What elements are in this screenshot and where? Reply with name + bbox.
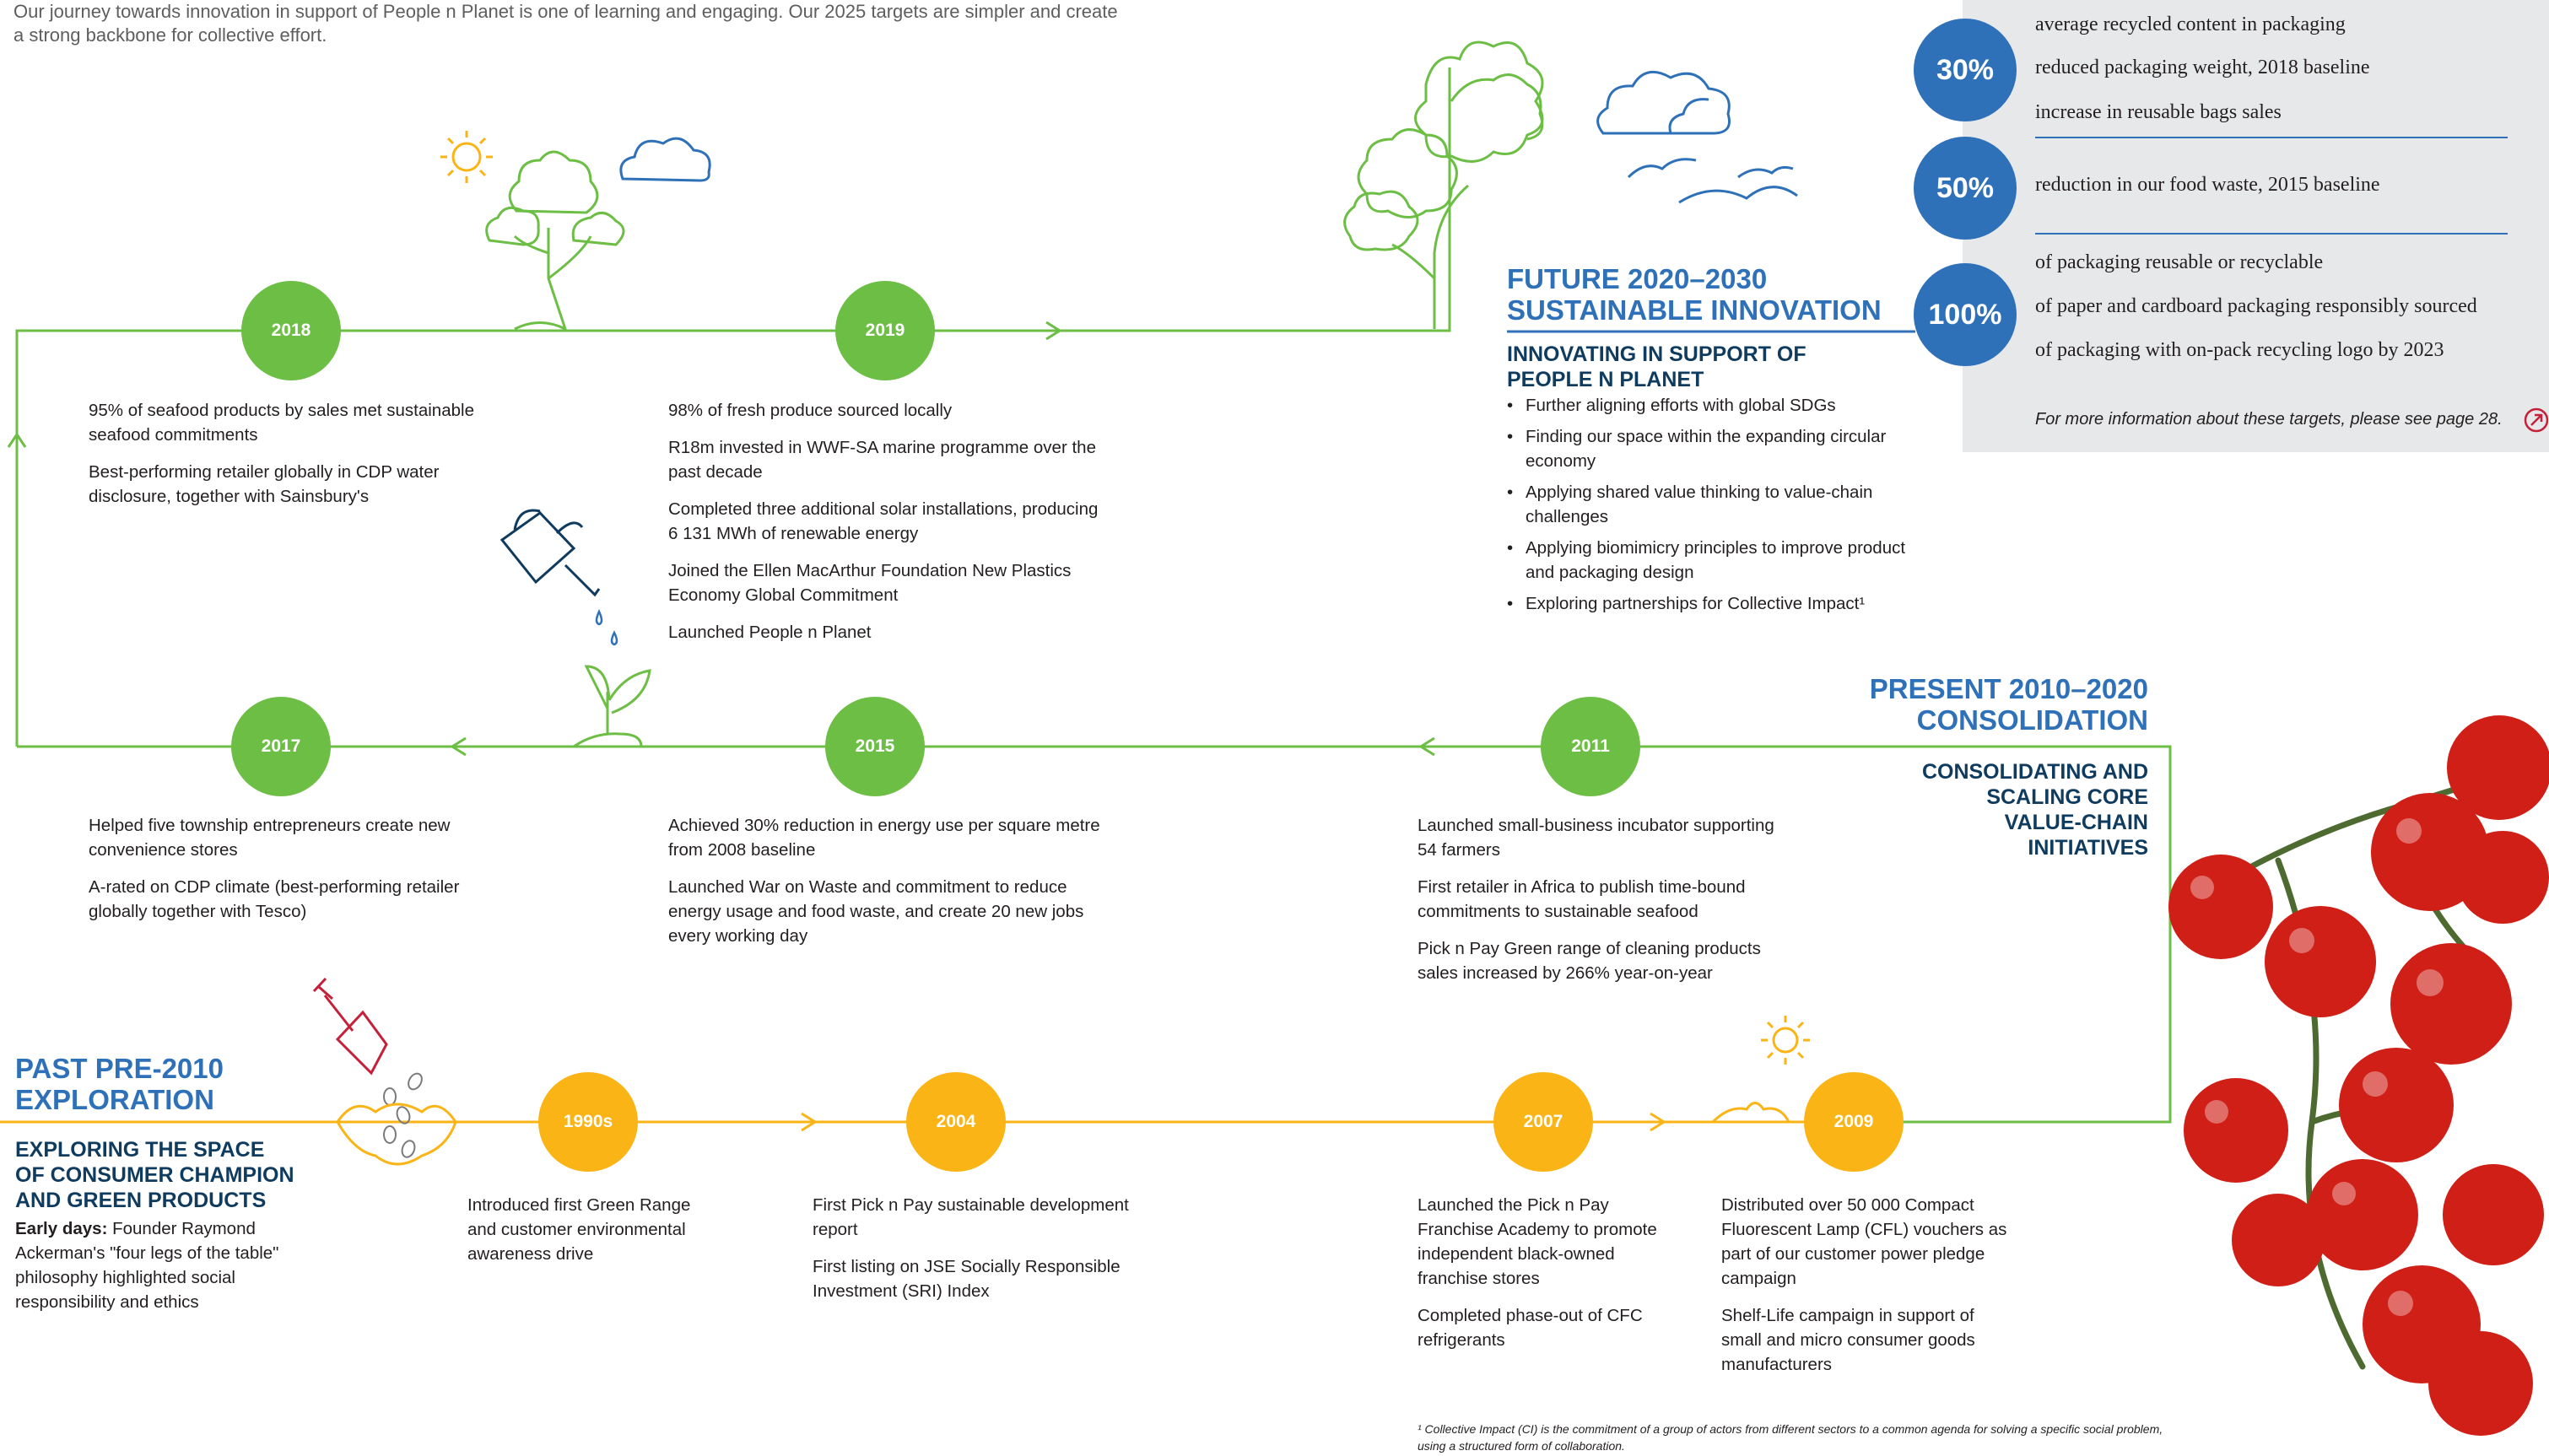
list-item: Completed phase-out of CFC refrigerants [1418, 1306, 1643, 1350]
sun-icon [1761, 1016, 1810, 1065]
list-item: Launched the Pick n Pay Franchise Academ… [1418, 1195, 1657, 1288]
target-divider [2035, 233, 2508, 235]
list-item: Applying shared value thinking to value-… [1507, 480, 1912, 529]
list-item: Exploring partnerships for Collective Im… [1507, 591, 1912, 616]
year-marker-2015: 2015 [825, 697, 925, 796]
arrow-up-icon [7, 432, 27, 448]
target-100-line: of packaging reusable or recyclable [2035, 251, 2324, 273]
list-item: Finding our space within the expanding c… [1507, 424, 1912, 473]
target-divider [2035, 137, 2508, 138]
year-marker-2007: 2007 [1493, 1072, 1593, 1172]
list-item: Pick n Pay Green range of cleaning produ… [1418, 939, 1761, 983]
future-title: FUTURE 2020–2030 SUSTAINABLE INNOVATION [1507, 263, 1882, 326]
milestone-2007-text: Launched the Pick n Pay Franchise Academ… [1418, 1193, 1688, 1365]
spade-icon [312, 977, 388, 1076]
past-early-days: Early days: Founder Raymond Ackerman's "… [15, 1219, 279, 1312]
future-bullets: Further aligning efforts with global SDG… [1507, 393, 1912, 623]
arrow-right-icon [1650, 1112, 1666, 1132]
list-item: Completed three additional solar install… [668, 499, 1099, 543]
list-item: 98% of fresh produce sourced locally [668, 401, 953, 420]
year-marker-2011: 2011 [1541, 697, 1640, 796]
list-item: Applying biomimicry principles to improv… [1507, 536, 1912, 585]
list-item: Launched War on Waste and commitment to … [668, 877, 1084, 946]
year-marker-2019: 2019 [835, 281, 935, 380]
water-drops-icon [595, 609, 618, 646]
target-30-line: average recycled content in packaging [2035, 13, 2346, 35]
arrow-right-icon [1045, 321, 1062, 341]
list-item: Best-performing retailer globally in CDP… [89, 462, 440, 506]
year-marker-1990s: 1990s [538, 1072, 638, 1172]
list-item: Shelf-Life campaign in support of small … [1721, 1306, 1975, 1374]
list-item: First retailer in Africa to publish time… [1418, 877, 1746, 921]
year-marker-2017: 2017 [231, 697, 331, 796]
list-item: First listing on JSE Socially Responsibl… [813, 1257, 1121, 1301]
cloud-icon [1596, 70, 1731, 135]
target-30-line: reduced packaging weight, 2018 baseline [2035, 57, 2370, 78]
more-info-link[interactable]: For more information about these targets… [2035, 410, 2503, 429]
present-subtitle: CONSOLIDATING AND SCALING CORE VALUE-CHA… [1921, 760, 2148, 860]
year-marker-2018: 2018 [241, 281, 341, 380]
birds-icon [1627, 158, 1798, 204]
list-item: Achieved 30% reduction in energy use per… [668, 816, 1100, 860]
sprout-icon [1711, 1102, 1790, 1124]
cloud-icon [619, 137, 711, 182]
future-subtitle: INNOVATING IN SUPPORT OF PEOPLE N PLANET [1507, 342, 1806, 391]
milestone-2019-text: 98% of fresh produce sourced locally R18… [668, 398, 1107, 657]
list-item: A-rated on CDP climate (best-performing … [89, 877, 460, 921]
list-item: Distributed over 50 000 Compact Fluoresc… [1721, 1195, 2007, 1288]
list-item: Joined the Ellen MacArthur Foundation Ne… [668, 561, 1072, 605]
list-item: Further aligning efforts with global SDG… [1507, 393, 1912, 418]
target-30-line: increase in reusable bags sales [2035, 101, 2282, 123]
milestone-2017-text: Helped five township entrepreneurs creat… [89, 813, 485, 936]
watering-can-icon [500, 509, 601, 597]
targets-panel [1963, 0, 2549, 452]
target-100-line: of packaging with on-pack recycling logo… [2035, 339, 2444, 361]
arrow-left-icon [1418, 736, 1435, 757]
list-item: Launched small-business incubator suppor… [1418, 816, 1774, 860]
timeline-line-middle [17, 745, 2172, 1124]
present-title: PRESENT 2010–2020 CONSOLIDATION [1869, 673, 2148, 736]
seeds-icon [383, 1072, 423, 1158]
milestone-2009-text: Distributed over 50 000 Compact Fluoresc… [1721, 1193, 2017, 1389]
tree-icon [485, 150, 625, 332]
milestone-2018-text: 95% of seafood products by sales met sus… [89, 398, 485, 521]
list-item: First Pick n Pay sustainable development… [813, 1195, 1129, 1239]
year-marker-2004: 2004 [906, 1072, 1006, 1172]
cloud-icon [1668, 98, 1709, 134]
list-item: 95% of seafood products by sales met sus… [89, 401, 474, 445]
arrow-right-icon [801, 1112, 818, 1132]
sun-icon [440, 131, 493, 183]
target-30-badge: 30% [1914, 19, 2017, 121]
seedling-icon [573, 665, 651, 748]
milestone-2004-text: First Pick n Pay sustainable development… [813, 1193, 1133, 1316]
footnote: ¹ Collective Impact (CI) is the commitme… [1418, 1422, 2163, 1453]
target-50-line: reduction in our food waste, 2015 baseli… [2035, 174, 2380, 196]
past-subtitle: EXPLORING THE SPACE OF CONSUMER CHAMPION… [15, 1138, 294, 1212]
past-title: PAST PRE-2010 EXPLORATION [15, 1053, 224, 1115]
arrow-link-icon[interactable] [2523, 407, 2549, 434]
target-100-badge: 100% [1914, 263, 2017, 366]
list-item: Introduced first Green Range and custome… [467, 1195, 691, 1264]
list-item: R18m invested in WWF-SA marine programme… [668, 438, 1096, 482]
target-50-badge: 50% [1914, 137, 2017, 240]
milestone-2011-text: Launched small-business incubator suppor… [1418, 813, 1789, 998]
milestone-2015-text: Achieved 30% reduction in energy use per… [668, 813, 1107, 961]
intro-text: Our journey towards innovation in suppor… [14, 1, 1118, 46]
year-marker-2009: 2009 [1804, 1072, 1904, 1172]
list-item: Helped five township entrepreneurs creat… [89, 816, 451, 860]
target-100-line: of paper and cardboard packaging respons… [2035, 295, 2477, 317]
soil-mound-icon [336, 1103, 457, 1166]
milestone-1990s-text: Introduced first Green Range and custome… [467, 1193, 721, 1279]
arrow-left-icon [450, 736, 467, 757]
tree-icon [1343, 40, 1544, 329]
list-item: Launched People n Planet [668, 623, 872, 642]
tomatoes-image [2168, 715, 2549, 1436]
